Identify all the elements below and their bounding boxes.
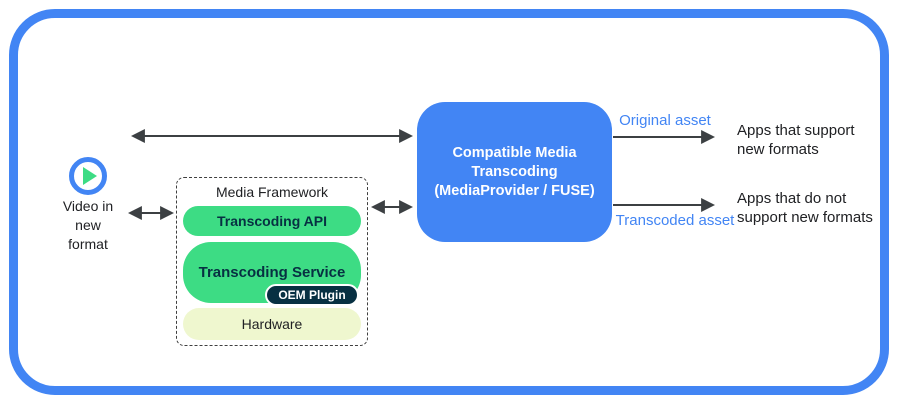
oem-plugin-badge: OEM Plugin [265, 284, 359, 306]
apps-no-support-line: support new formats [737, 209, 873, 226]
video-source-line: format [68, 236, 108, 252]
video-source-line: new [75, 217, 101, 233]
apps-support-line: new formats [737, 141, 819, 158]
original-asset-label: Original asset [619, 112, 711, 129]
transcoder-line: Transcoding [471, 163, 558, 180]
apps-no-support-line: Apps that do not [737, 190, 847, 207]
transcoder-box: Compatible Media Transcoding (MediaProvi… [417, 102, 612, 242]
play-triangle-icon [83, 167, 97, 185]
transcoder-line: (MediaProvider / FUSE) [434, 182, 595, 199]
transcoding-api-pill: Transcoding API [183, 206, 361, 236]
apps-support-line: Apps that support [737, 122, 855, 139]
media-framework-box: Media Framework Transcoding API Transcod… [176, 177, 368, 346]
play-icon [69, 157, 107, 195]
video-source-label: Video in new format [38, 197, 138, 254]
media-framework-title: Media Framework [215, 184, 329, 200]
apps-no-support-label: Apps that do not support new formats [737, 189, 873, 227]
transcoder-line: Compatible Media [452, 144, 577, 161]
hardware-pill: Hardware [183, 308, 361, 340]
diagram-frame [9, 9, 889, 395]
video-source-line: Video in [62, 198, 114, 214]
apps-support-label: Apps that support new formats [737, 121, 855, 159]
transcoded-asset-label: Transcoded asset [615, 212, 735, 229]
